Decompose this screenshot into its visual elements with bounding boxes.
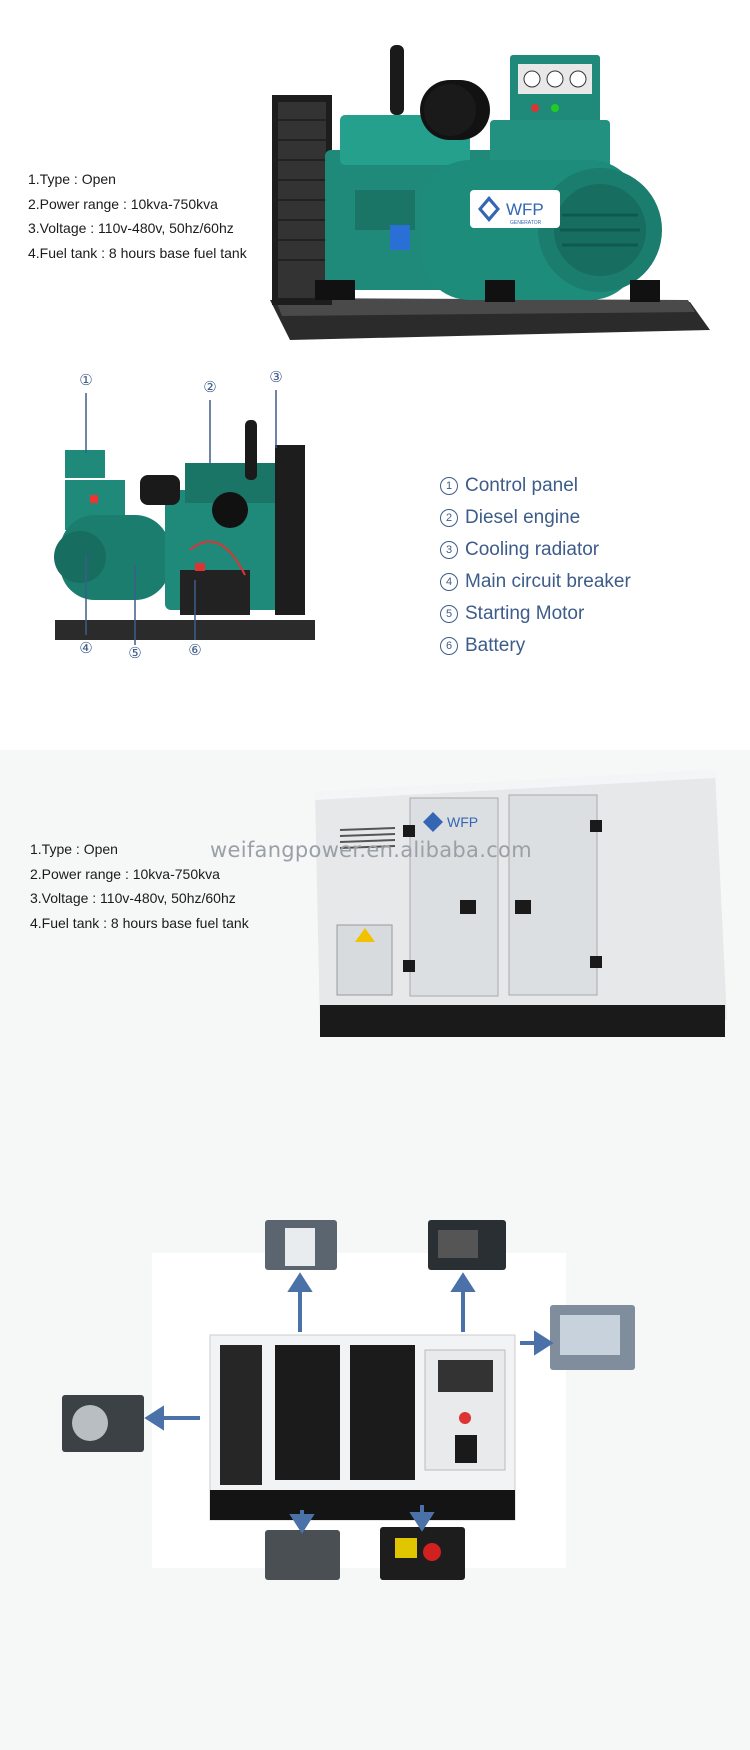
wfp-logo-subtext: GENERATOR [510,220,542,226]
marker-1: ① [79,371,92,389]
canopy-logo-text: WFP [447,814,478,830]
spec-power-range: 2.Power range : 10kva-750kva [28,195,218,212]
marker-6: ⑥ [188,641,201,659]
marker-2: ② [203,378,216,396]
spec-voltage-2: 3.Voltage : 110v-480v, 50hz/60hz [30,890,236,906]
open-generator-specs: 1.Type : Open 2.Power range : 10kva-750k… [28,167,247,265]
spec-type-2: 1.Type : Open [30,841,118,857]
marker-5: ⑤ [128,644,141,662]
spec-type: 1.Type : Open [28,171,116,187]
component-callout-diagram [62,1220,635,1580]
wfp-logo-text: WFP [506,200,544,219]
marker-3: ③ [269,368,282,386]
open-generator-section: 1.Type : Open 2.Power range : 10kva-750k… [0,0,750,365]
spec-fuel-tank-2: 4.Fuel tank : 8 hours base fuel tank [30,914,249,931]
spec-fuel-tank: 4.Fuel tank : 8 hours base fuel tank [28,244,247,261]
open-generator-image: WFP GENERATOR [270,45,710,340]
silent-generator-specs: 1.Type : Open 2.Power range : 10kva-750k… [30,837,249,935]
parts-diagram-image: ① ② ③ ④ ⑤ ⑥ [54,368,315,662]
spec-power-range-2: 2.Power range : 10kva-750kva [30,865,220,882]
silent-generator-section: WFP weifangpower.en.alibaba.com 1.Type :… [0,750,750,1750]
marker-4: ④ [79,639,92,657]
spec-voltage: 3.Voltage : 110v-480v, 50hz/60hz [28,220,234,236]
silent-generator-image: WFP [315,770,727,1037]
watermark-text: weifangpower.en.alibaba.com [210,838,532,862]
